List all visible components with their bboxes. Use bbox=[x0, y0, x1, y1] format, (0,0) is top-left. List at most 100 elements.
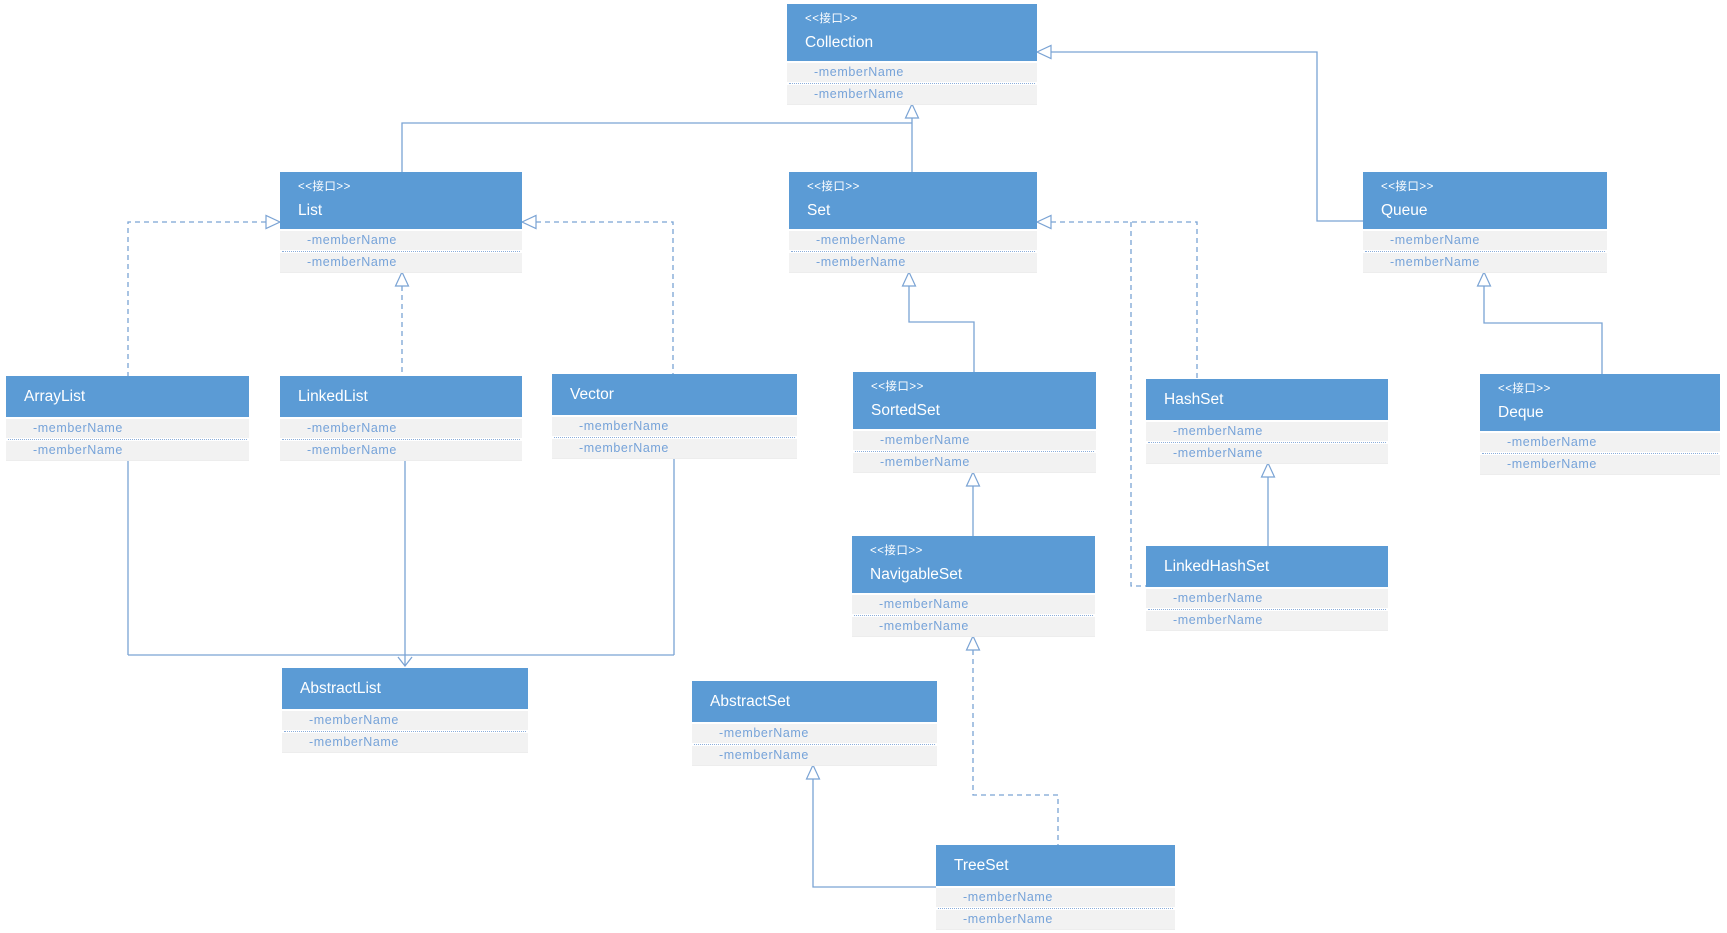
class-name: Vector bbox=[570, 386, 614, 403]
member-row: -memberName bbox=[33, 421, 123, 435]
edge-sortedset-set[interactable] bbox=[908, 286, 975, 372]
member-divider bbox=[1480, 452, 1720, 455]
member-row: -memberName bbox=[879, 597, 969, 611]
class-header: HashSet bbox=[1146, 379, 1388, 420]
class-box-abstractlist[interactable]: AbstractList -memberName -memberName bbox=[282, 668, 528, 753]
members-section: -memberName -memberName bbox=[282, 709, 528, 753]
class-box-linkedlist[interactable]: LinkedList -memberName -memberName bbox=[280, 376, 522, 461]
realization-arrow-list-left bbox=[265, 214, 282, 230]
member-row: -memberName bbox=[816, 233, 906, 247]
edge-hashset-set[interactable] bbox=[1051, 221, 1198, 379]
interface-stereotype: <<接口>> bbox=[871, 381, 924, 393]
member-divider bbox=[852, 614, 1095, 617]
generalization-arrow-sortedset-bottom bbox=[965, 470, 981, 487]
class-box-navigableset[interactable]: <<接口>> NavigableSet -memberName -memberN… bbox=[852, 536, 1095, 637]
members-section: -memberName -memberName bbox=[1480, 431, 1720, 475]
member-divider bbox=[692, 743, 937, 746]
member-row: -memberName bbox=[1173, 424, 1263, 438]
member-divider bbox=[787, 82, 1037, 85]
member-row: -memberName bbox=[1173, 591, 1263, 605]
class-name: SortedSet bbox=[871, 402, 940, 419]
generalization-arrow-abstractset-bottom bbox=[805, 763, 821, 780]
class-box-list[interactable]: <<接口>> List -memberName -memberName bbox=[280, 172, 522, 273]
member-row: -memberName bbox=[307, 443, 397, 457]
class-header: <<接口>> Collection bbox=[787, 4, 1037, 61]
class-header: TreeSet bbox=[936, 845, 1175, 886]
interface-stereotype: <<接口>> bbox=[298, 181, 351, 193]
open-arrow-abstractlist-top bbox=[397, 656, 413, 668]
class-box-hashset[interactable]: HashSet -memberName -memberName bbox=[1146, 379, 1388, 464]
class-name: NavigableSet bbox=[870, 566, 963, 583]
edge-lists-abstractlist[interactable] bbox=[127, 458, 675, 666]
edge-arraylist-list[interactable] bbox=[127, 221, 266, 376]
edge-linkedhashset-set[interactable] bbox=[1130, 222, 1146, 587]
class-box-vector[interactable]: Vector -memberName -memberName bbox=[552, 374, 797, 459]
class-header: <<接口>> List bbox=[280, 172, 522, 229]
members-section: -memberName -memberName bbox=[787, 61, 1037, 105]
member-row: -memberName bbox=[880, 433, 970, 447]
class-header: <<接口>> NavigableSet bbox=[852, 536, 1095, 593]
class-name: Collection bbox=[805, 34, 874, 51]
class-name: HashSet bbox=[1164, 391, 1224, 408]
class-box-deque[interactable]: <<接口>> Deque -memberName -memberName bbox=[1480, 374, 1720, 475]
member-row: -memberName bbox=[33, 443, 123, 457]
class-name: Set bbox=[807, 202, 831, 219]
generalization-arrow-set-bottom bbox=[901, 270, 917, 287]
interface-stereotype: <<接口>> bbox=[870, 545, 923, 557]
class-header: AbstractList bbox=[282, 668, 528, 709]
member-row: -memberName bbox=[1507, 435, 1597, 449]
member-row: -memberName bbox=[1173, 446, 1263, 460]
members-section: -memberName -memberName bbox=[280, 417, 522, 461]
edge-treeset-abstractset[interactable] bbox=[812, 779, 936, 888]
member-row: -memberName bbox=[579, 441, 669, 455]
members-section: -memberName -memberName bbox=[1363, 229, 1607, 273]
class-header: LinkedHashSet bbox=[1146, 546, 1388, 587]
class-name: TreeSet bbox=[954, 857, 1009, 874]
member-divider bbox=[280, 438, 522, 441]
member-divider bbox=[853, 450, 1096, 453]
class-box-arraylist[interactable]: ArrayList -memberName -memberName bbox=[6, 376, 249, 461]
edge-queue-collection[interactable] bbox=[1051, 51, 1363, 222]
member-row: -memberName bbox=[307, 255, 397, 269]
realization-arrow-navigableset-bottom bbox=[965, 634, 981, 651]
class-name: Deque bbox=[1498, 404, 1544, 421]
member-row: -memberName bbox=[1173, 613, 1263, 627]
member-row: -memberName bbox=[963, 912, 1053, 926]
class-box-linkedhashset[interactable]: LinkedHashSet -memberName -memberName bbox=[1146, 546, 1388, 631]
edge-vector-list[interactable] bbox=[536, 221, 674, 374]
edge-treeset-navigableset[interactable] bbox=[972, 650, 1059, 845]
members-section: -memberName -memberName bbox=[852, 593, 1095, 637]
class-header: <<接口>> Queue bbox=[1363, 172, 1607, 229]
edge-list-set-collection[interactable] bbox=[401, 118, 913, 172]
member-row: -memberName bbox=[307, 233, 397, 247]
generalization-arrow-queue-bottom bbox=[1476, 270, 1492, 287]
member-divider bbox=[1146, 608, 1388, 611]
member-row: -memberName bbox=[879, 619, 969, 633]
member-divider bbox=[1146, 441, 1388, 444]
class-name: LinkedList bbox=[298, 388, 368, 405]
member-row: -memberName bbox=[814, 65, 904, 79]
interface-stereotype: <<接口>> bbox=[1381, 181, 1434, 193]
class-header: <<接口>> Deque bbox=[1480, 374, 1720, 431]
class-name: AbstractList bbox=[300, 680, 381, 697]
member-row: -memberName bbox=[814, 87, 904, 101]
members-section: -memberName -memberName bbox=[692, 722, 937, 766]
class-name: Queue bbox=[1381, 202, 1428, 219]
generalization-arrow-collection-bottom bbox=[904, 102, 920, 119]
class-box-sortedset[interactable]: <<接口>> SortedSet -memberName -memberName bbox=[853, 372, 1096, 473]
class-name: LinkedHashSet bbox=[1164, 558, 1270, 575]
member-divider bbox=[789, 250, 1037, 253]
member-row: -memberName bbox=[307, 421, 397, 435]
class-box-set[interactable]: <<接口>> Set -memberName -memberName bbox=[789, 172, 1037, 273]
class-box-abstractset[interactable]: AbstractSet -memberName -memberName bbox=[692, 681, 937, 766]
class-box-queue[interactable]: <<接口>> Queue -memberName -memberName bbox=[1363, 172, 1607, 273]
member-row: -memberName bbox=[719, 748, 809, 762]
class-box-treeset[interactable]: TreeSet -memberName -memberName bbox=[936, 845, 1175, 930]
member-row: -memberName bbox=[309, 735, 399, 749]
class-name: AbstractSet bbox=[710, 693, 791, 710]
class-box-collection[interactable]: <<接口>> Collection -memberName -memberNam… bbox=[787, 4, 1037, 105]
class-header: ArrayList bbox=[6, 376, 249, 417]
class-name: List bbox=[298, 202, 323, 219]
edge-deque-queue[interactable] bbox=[1483, 286, 1603, 374]
